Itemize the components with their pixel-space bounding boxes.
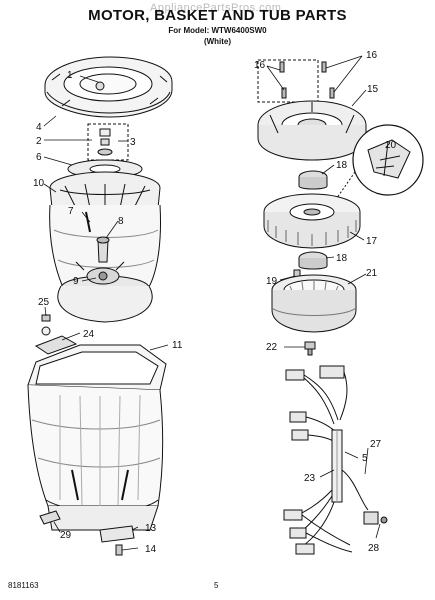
callout-24: 24	[83, 329, 95, 340]
callout-13: 13	[145, 523, 157, 534]
callout-21: 21	[366, 268, 378, 279]
page-title: MOTOR, BASKET AND TUB PARTS	[88, 7, 347, 24]
outer-tub	[27, 344, 167, 531]
callout-29: 29	[60, 530, 72, 541]
callout-10: 10	[33, 178, 45, 189]
page-number: 5	[214, 581, 219, 590]
callout-3: 3	[130, 137, 136, 148]
callout-11: 11	[172, 340, 183, 351]
coupler-upper	[298, 170, 328, 190]
mounting-plate	[257, 100, 367, 161]
callout-5: 5	[362, 453, 368, 464]
tub-ring	[44, 56, 173, 118]
foot-pad	[39, 510, 61, 525]
hub-fasteners	[87, 123, 129, 161]
color-line: (White)	[203, 37, 232, 46]
callout-2: 2	[36, 136, 42, 147]
leader-lines	[43, 55, 381, 551]
callout-22: 22	[266, 342, 278, 353]
callout-14: 14	[145, 544, 157, 555]
wash-basket	[49, 171, 161, 323]
callout-4: 4	[36, 122, 42, 133]
watermark: AppliancePartsPros.com	[150, 2, 282, 14]
callout-6: 6	[36, 152, 42, 163]
callout-18-upper: 18	[336, 160, 348, 171]
coupler-lower	[298, 251, 328, 270]
callout-8: 8	[118, 216, 124, 227]
rotor	[271, 274, 357, 333]
callout-18-lower: 18	[336, 253, 348, 264]
callout-17: 17	[366, 236, 378, 247]
callout-19: 19	[266, 276, 278, 287]
callout-28: 28	[368, 543, 380, 554]
drive-pulley	[263, 193, 361, 249]
callout-20: 20	[385, 140, 397, 151]
callout-9: 9	[73, 276, 79, 287]
callout-27: 27	[370, 439, 382, 450]
bracket-and-screw	[99, 525, 135, 556]
callout-16-right: 16	[366, 50, 378, 61]
callout-16-left: 16	[254, 60, 266, 71]
wire-harness	[283, 365, 369, 555]
mounting-screws	[257, 59, 335, 103]
callout-15: 15	[367, 84, 379, 95]
callout-labels: 1 4 2 3 6 10 7 8 9 25 24 11 13 14 29 16 …	[33, 50, 397, 555]
callout-23: 23	[304, 473, 316, 484]
doc-number: 8181163	[8, 581, 39, 590]
model-line: For Model: WTW6400SW0	[168, 26, 267, 35]
bolt-and-pad	[34, 314, 78, 355]
callout-1: 1	[67, 70, 73, 81]
rotor-bolt	[304, 341, 316, 356]
harness-clip	[363, 511, 388, 525]
callout-7: 7	[68, 206, 74, 217]
callout-25: 25	[38, 297, 50, 308]
